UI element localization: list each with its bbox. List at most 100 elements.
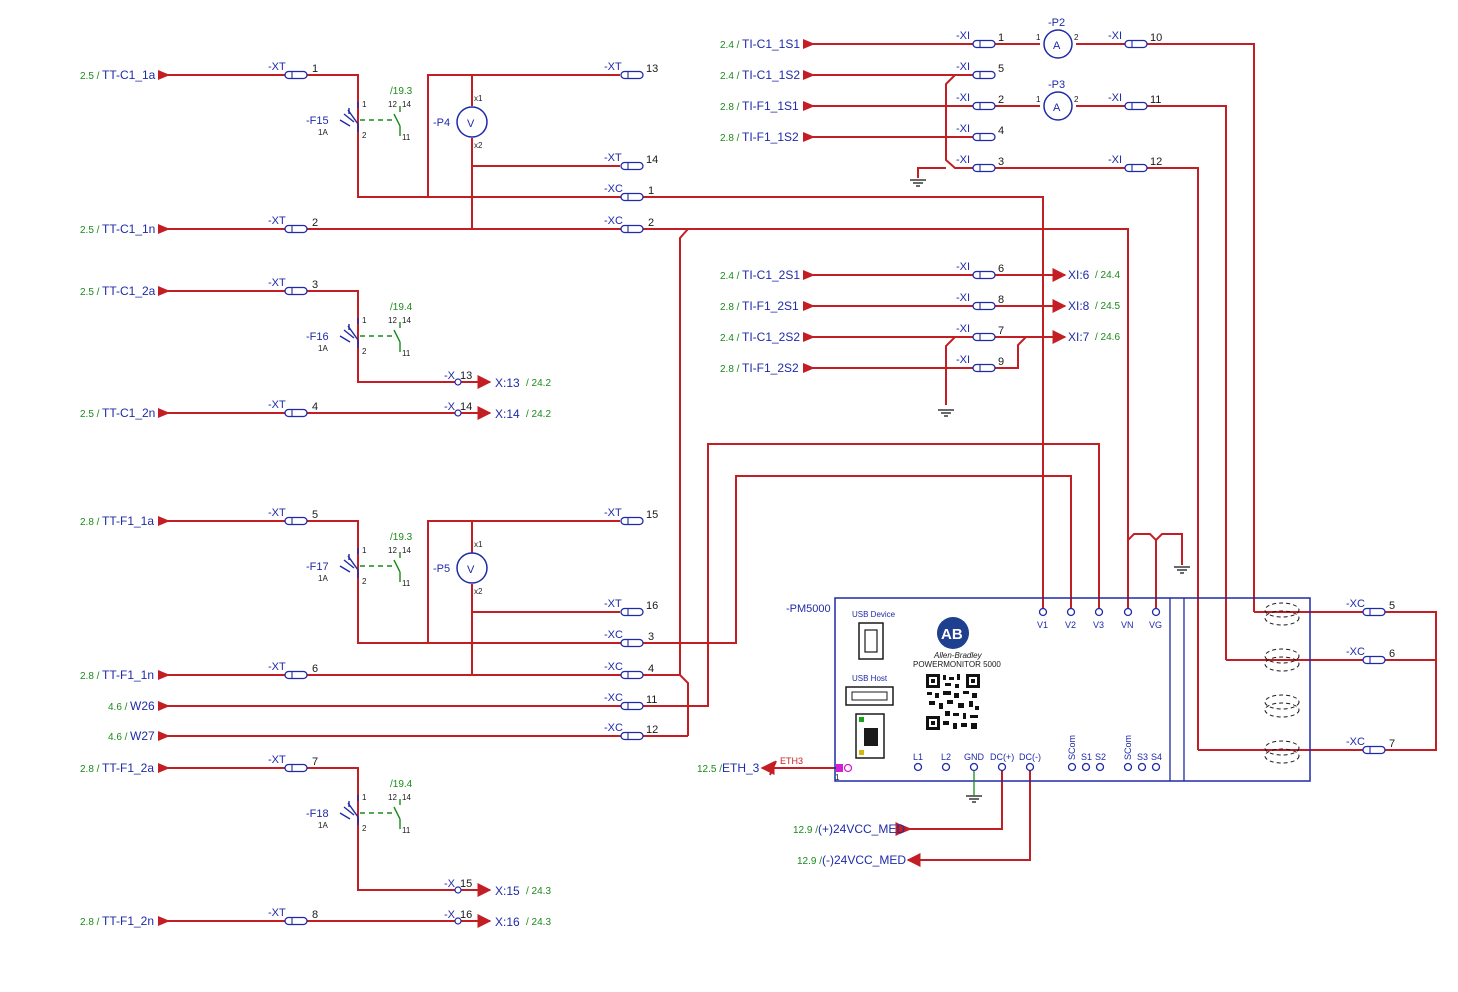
- svg-text:14: 14: [460, 401, 472, 413]
- svg-text:POWERMONITOR 5000: POWERMONITOR 5000: [913, 660, 1001, 669]
- svg-text:-XT: -XT: [604, 507, 622, 519]
- svg-text:2.8 /: 2.8 /: [720, 102, 740, 113]
- svg-text:XI:8: XI:8: [1068, 299, 1090, 313]
- ref-label: 2.8 /: [80, 917, 100, 928]
- svg-text:13: 13: [646, 63, 658, 75]
- terminal-number: 5: [312, 509, 318, 521]
- svg-text:TI-C1_1S2: TI-C1_1S2: [742, 68, 800, 82]
- svg-text:6: 6: [1389, 648, 1395, 660]
- svg-text:-XI: -XI: [956, 92, 970, 104]
- left-input-arrows: [158, 39, 912, 926]
- svg-text:S2: S2: [1095, 752, 1106, 762]
- svg-text:/19.3: /19.3: [390, 532, 413, 543]
- terminal-block-label: -XT: [268, 399, 286, 411]
- svg-text:11: 11: [402, 349, 411, 358]
- svg-text:14: 14: [646, 154, 658, 166]
- svg-text:/ 24.2: / 24.2: [526, 409, 551, 420]
- svg-text:-X: -X: [444, 370, 456, 382]
- breaker-f17: -F17 1A 1 2 /19.3 12 14 11: [306, 532, 413, 588]
- signal-label: TT-F1_2a: [102, 761, 154, 775]
- svg-text:L2: L2: [941, 752, 951, 762]
- svg-text:12.9 /: 12.9 /: [797, 856, 822, 867]
- svg-text:12: 12: [388, 316, 397, 325]
- svg-text:-XI: -XI: [956, 30, 970, 42]
- left-signal-labels: 2.5 / TT-C1_1a 2.5 / TT-C1_1n 2.5 / TT-C…: [80, 68, 156, 928]
- ref-label: 4.6 /: [108, 702, 128, 713]
- terminal-block-label: -XT: [268, 661, 286, 673]
- svg-text:11: 11: [402, 133, 411, 142]
- ref-label: 2.8 /: [80, 517, 100, 528]
- svg-text:/ 24.3: / 24.3: [526, 917, 551, 928]
- voltmeter-p4: V -P4 x1 x2: [433, 94, 488, 150]
- svg-text:1: 1: [362, 316, 367, 325]
- svg-text:-F17: -F17: [306, 561, 329, 573]
- svg-text:S3: S3: [1137, 752, 1148, 762]
- svg-text:7: 7: [1389, 738, 1395, 750]
- usb-device-port-icon: [858, 622, 884, 660]
- svg-text:1A: 1A: [318, 128, 328, 137]
- terminal-symbol: [284, 763, 308, 773]
- svg-text:L1: L1: [913, 752, 923, 762]
- svg-text:-P2: -P2: [1048, 17, 1065, 29]
- x-outputs: -X 13 X:13 / 24.2 -X 14 X:14 / 24.2 -X 1…: [444, 370, 551, 929]
- breaker-f15: -F15 1A 1 2 /19.3 12 14 11: [306, 86, 413, 142]
- terminal-number: 7: [312, 756, 318, 768]
- svg-text:1A: 1A: [318, 344, 328, 353]
- svg-text:2: 2: [1074, 95, 1079, 104]
- signal-label: W26: [130, 699, 155, 713]
- signal-label: TT-C1_1n: [102, 222, 155, 236]
- signal-label: TT-C1_1a: [102, 68, 156, 82]
- svg-text:-XI: -XI: [956, 61, 970, 73]
- qr-code: [925, 673, 981, 731]
- svg-text:-P5: -P5: [433, 563, 450, 575]
- svg-text:(-)24VCC_MED: (-)24VCC_MED: [822, 853, 906, 867]
- xi-output-labels: XI:6 / 24.4 XI:8 / 24.5 XI:7 / 24.6: [1068, 268, 1120, 344]
- svg-text:TI-F1_2S2: TI-F1_2S2: [742, 361, 799, 375]
- svg-text:14: 14: [402, 316, 411, 325]
- terminal-number: 3: [312, 279, 318, 291]
- terminal-symbol: [284, 408, 308, 418]
- svg-text:14: 14: [402, 793, 411, 802]
- svg-text:14: 14: [402, 546, 411, 555]
- wiring: [158, 43, 1437, 928]
- terminal-symbol: [284, 286, 308, 296]
- ref-label: 2.5 /: [80, 287, 100, 298]
- svg-text:-F18: -F18: [306, 808, 329, 820]
- svg-text:-P3: -P3: [1048, 79, 1065, 91]
- svg-text:Allen-Bradley: Allen-Bradley: [933, 651, 983, 660]
- svg-text:5: 5: [1389, 600, 1395, 612]
- svg-text:11: 11: [646, 694, 657, 706]
- svg-text:2: 2: [362, 131, 367, 140]
- svg-text:12.5 /: 12.5 /: [697, 764, 722, 775]
- left-terminals: -XT 1 -XT 2 -XT 3 -XT 4 -XT 5 -XT 6 -XT …: [268, 61, 318, 926]
- svg-text:2.4 /: 2.4 /: [720, 71, 740, 82]
- ref-label: 4.6 /: [108, 732, 128, 743]
- xc-right-terminals: -XC 5 -XC 6 -XC 7: [1346, 598, 1395, 755]
- svg-text:SCom: SCom: [1123, 735, 1133, 760]
- svg-text:-XT: -XT: [604, 152, 622, 164]
- svg-text:-P4: -P4: [433, 117, 450, 129]
- svg-text:2: 2: [362, 347, 367, 356]
- terminal-block-label: -XT: [268, 277, 286, 289]
- svg-text:-XC: -XC: [604, 692, 623, 704]
- terminal-block-label: -XT: [268, 907, 286, 919]
- svg-text:X:13: X:13: [495, 376, 520, 390]
- svg-text:/19.4: /19.4: [390, 302, 413, 313]
- usb-host-port-icon: [845, 686, 894, 706]
- svg-text:(+)24VCC_MED: (+)24VCC_MED: [818, 822, 905, 836]
- svg-text:-XT: -XT: [604, 61, 622, 73]
- svg-text:AB: AB: [941, 626, 963, 643]
- svg-text:6: 6: [998, 263, 1004, 275]
- svg-text:/ 24.6: / 24.6: [1095, 332, 1120, 343]
- svg-text:4: 4: [648, 663, 654, 675]
- svg-text:V: V: [467, 564, 475, 576]
- svg-text:15: 15: [460, 878, 472, 890]
- svg-text:x2: x2: [474, 141, 483, 150]
- svg-text:2.4 /: 2.4 /: [720, 271, 740, 282]
- svg-text:5: 5: [998, 63, 1004, 75]
- svg-text:TI-F1_2S1: TI-F1_2S1: [742, 299, 799, 313]
- svg-text:XI:6: XI:6: [1068, 268, 1090, 282]
- svg-text:S1: S1: [1081, 752, 1092, 762]
- svg-text:2: 2: [362, 824, 367, 833]
- svg-text:1: 1: [998, 32, 1004, 44]
